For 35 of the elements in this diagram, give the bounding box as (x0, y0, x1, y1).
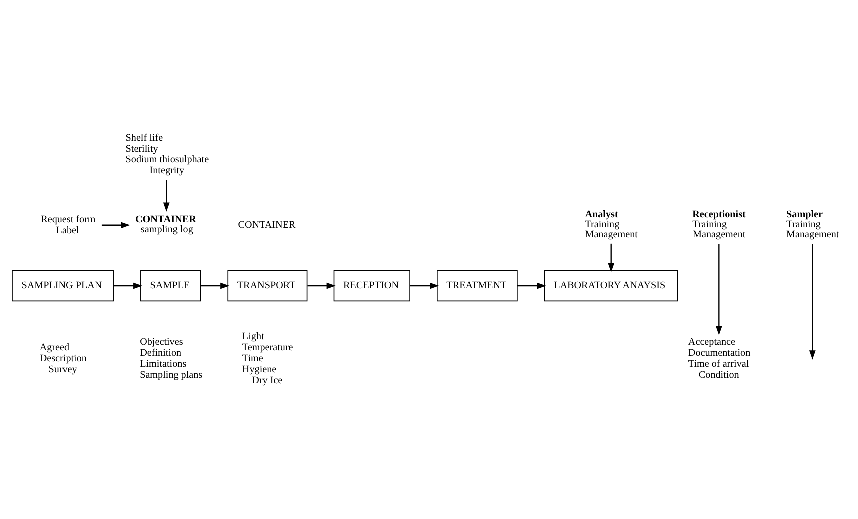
node-text: Sampler Training Management (786, 209, 840, 241)
node-box: TREATMENT (437, 270, 518, 302)
arrow (114, 282, 143, 290)
label: Limitations (140, 358, 187, 370)
arrow (608, 244, 615, 272)
label: Temperature (242, 342, 294, 354)
node-box: TRANSPORT (228, 270, 308, 302)
label: Time (242, 354, 264, 364)
node-text: CONTAINER sampling log (135, 214, 196, 236)
label: Dry Ice (252, 375, 283, 386)
label: Light (242, 332, 264, 343)
arrow (163, 180, 170, 212)
node-box: SAMPLING PLAN (12, 270, 114, 302)
label: Hygiene (242, 364, 277, 376)
arrow (410, 282, 440, 290)
node-text: Shelf life Sterility Sodium thiosulphate Integrity (126, 132, 210, 177)
node-text: Acceptance Documentation Time of arrival Condition (688, 337, 751, 381)
arrow (201, 282, 230, 290)
node-box: LABORATORY ANAYSIS (544, 270, 678, 302)
node-box: SAMPLE (140, 270, 202, 302)
label: Objectives (140, 337, 184, 348)
arrow (308, 282, 336, 290)
arrow (517, 282, 546, 290)
node-box: RECEPTION (334, 270, 410, 302)
label: Sampling plans (140, 370, 203, 381)
label: Survey (48, 364, 78, 376)
label: Definition (140, 348, 182, 360)
node-text: Receptionist Training Management (692, 209, 746, 241)
arrow (102, 222, 130, 229)
label: Description (40, 354, 87, 364)
label: CONTAINER (238, 220, 296, 231)
node-text: Analyst Training Management (585, 209, 638, 241)
label: Agreed (40, 342, 70, 354)
node-text: Request form Label (41, 214, 96, 236)
arrow (716, 244, 722, 336)
